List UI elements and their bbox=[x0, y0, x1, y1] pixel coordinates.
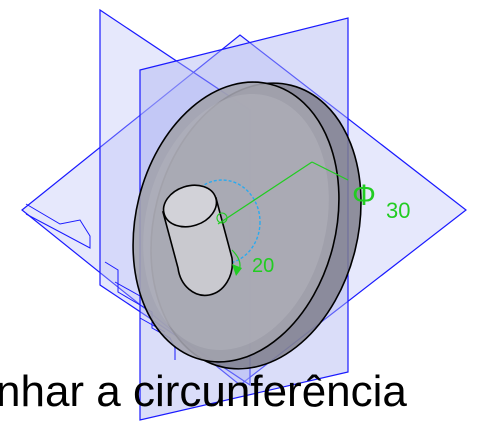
plane-corner-outline bbox=[25, 203, 91, 249]
lower-step-outline-2 bbox=[114, 281, 166, 333]
depth-value[interactable]: 20 bbox=[252, 255, 274, 277]
instruction-caption: nhar a circunferência bbox=[0, 367, 407, 416]
diameter-symbol: Φ bbox=[352, 179, 376, 212]
disc-front-face[interactable] bbox=[105, 60, 368, 384]
diameter-dimension-line[interactable] bbox=[217, 161, 313, 225]
diameter-value[interactable]: 30 bbox=[386, 198, 410, 223]
diameter-leader bbox=[311, 161, 349, 181]
depth-dimension-arrow bbox=[232, 264, 242, 276]
dimension-origin-marker bbox=[216, 212, 228, 224]
hub-cylinder-end-face[interactable] bbox=[158, 179, 222, 234]
